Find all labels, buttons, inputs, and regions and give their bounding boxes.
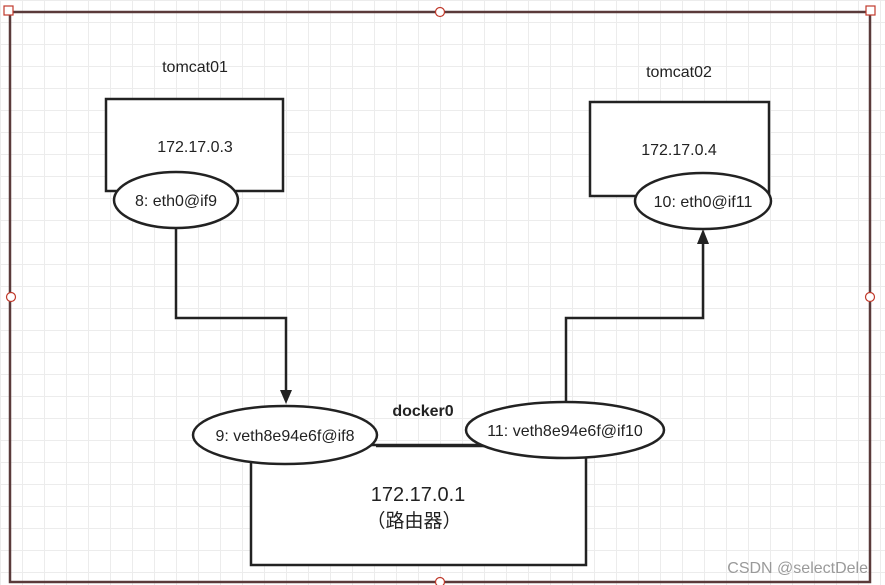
interface-label-veth-right: 11: veth8e94e6f@if10 (487, 423, 643, 440)
arrowhead-up (697, 229, 709, 244)
interface-eth0-tomcat01[interactable] (112, 170, 240, 230)
resize-handle-top[interactable] (434, 6, 446, 18)
watermark: CSDN @selectDele (727, 560, 868, 577)
container-ip-tomcat01: 172.17.0.3 (157, 139, 233, 156)
resize-handle-top-right[interactable] (865, 5, 876, 16)
interface-veth-left[interactable] (191, 404, 379, 466)
bridge-name: docker0 (392, 403, 453, 420)
resize-handle-bottom[interactable] (434, 576, 446, 585)
interface-label-eth0-tomcat02: 10: eth0@if11 (654, 194, 753, 211)
container-ip-tomcat02: 172.17.0.4 (641, 142, 717, 159)
interface-eth0-tomcat02[interactable] (633, 171, 773, 231)
container-name-tomcat02: tomcat02 (646, 64, 712, 81)
connector-tomcat01-to-veth[interactable] (174, 228, 288, 392)
arrowhead-down (280, 390, 292, 404)
resize-handle-left[interactable] (5, 291, 17, 303)
interface-veth-right[interactable] (464, 400, 666, 460)
connector-veth-to-tomcat02[interactable] (564, 242, 705, 404)
resize-handle-right[interactable] (864, 291, 876, 303)
bridge-ip: 172.17.0.1 (371, 484, 466, 506)
resize-handle-top-left[interactable] (3, 5, 14, 16)
bridge-role: （路由器） (366, 510, 461, 532)
interface-label-veth-left: 9: veth8e94e6f@if8 (215, 428, 354, 445)
container-name-tomcat01: tomcat01 (162, 59, 228, 76)
interface-label-eth0-tomcat01: 8: eth0@if9 (135, 193, 217, 210)
